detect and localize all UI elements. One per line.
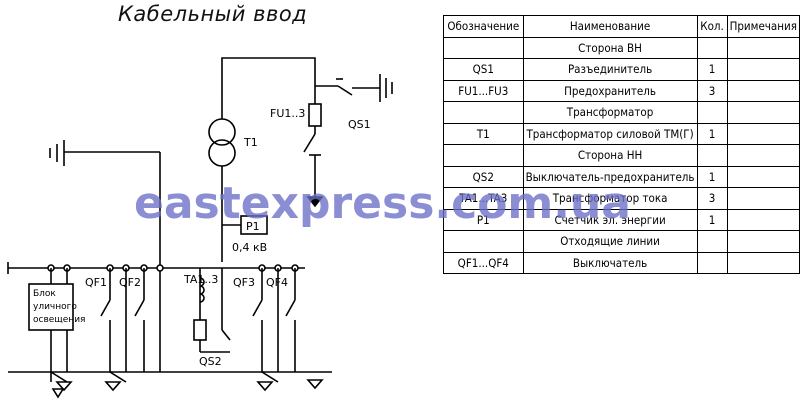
cell — [726, 36, 800, 59]
incomer-ta-qs2 — [193, 268, 231, 353]
cell — [696, 36, 728, 59]
cell — [726, 251, 800, 274]
header-designation: Обозначение — [443, 15, 524, 38]
table-header-row: Обозначение Наименование Кол. Примечания — [443, 15, 800, 38]
transformer-t1 — [208, 95, 236, 262]
cell: Счетчик эл. энергии — [522, 208, 698, 231]
site-watermark: eastexpress.com.ua — [134, 178, 631, 229]
qf1-qf2-breakers — [100, 268, 145, 392]
cell: QF1...QF4 — [443, 251, 524, 274]
cell: QS1 — [443, 58, 524, 81]
table-row: Отходящие линии — [443, 230, 800, 253]
label-block-line1: Блок — [33, 289, 56, 299]
label-t1: T1 — [243, 136, 258, 149]
cell: Трансформатор тока — [522, 187, 698, 210]
cell: Трансформатор силовой ТМ(Г) — [522, 122, 698, 145]
cell: Выключатель — [522, 251, 698, 274]
cell — [443, 101, 524, 124]
qs1-disconnector — [315, 74, 393, 102]
cell — [726, 187, 800, 210]
street-lighting-block — [28, 268, 74, 392]
label-ta: TA1..3 — [183, 273, 218, 286]
busbar — [7, 262, 305, 274]
diagram-title: Кабельный ввод — [118, 2, 308, 26]
cell — [726, 144, 800, 167]
cell — [696, 144, 728, 167]
cell: Сторона НН — [522, 144, 698, 167]
label-qf4: QF4 — [266, 276, 288, 289]
table-row: Трансформатор — [443, 101, 800, 124]
cell: Отходящие линии — [522, 230, 698, 253]
cell: Сторона ВН — [522, 36, 698, 59]
hv-feed — [221, 57, 316, 95]
cell — [443, 36, 524, 59]
cell: Трансформатор — [522, 101, 698, 124]
cell — [726, 165, 800, 188]
table-row: Сторона ВН — [443, 36, 800, 59]
cell — [696, 251, 728, 274]
neutral-line — [8, 371, 332, 399]
label-block-line2: уличного — [33, 302, 77, 312]
label-qf2: QF2 — [119, 276, 141, 289]
cell — [443, 144, 524, 167]
cell — [696, 101, 728, 124]
cell: FU1...FU3 — [443, 79, 524, 102]
cell: 3 — [696, 79, 728, 102]
header-qty: Кол. — [696, 15, 728, 38]
meter-p1 — [222, 215, 268, 235]
specification-table: Обозначение Наименование Кол. Примечания… — [443, 15, 800, 274]
label-qs1: QS1 — [348, 118, 371, 131]
cell — [726, 58, 800, 81]
cell: Разъединитель — [522, 58, 698, 81]
cell: Предохранитель — [522, 79, 698, 102]
label-fu: FU1..3 — [270, 107, 305, 120]
cell — [443, 230, 524, 253]
transformer-ground — [49, 140, 161, 372]
cell: 1 — [696, 122, 728, 145]
header-name: Наименование — [522, 15, 698, 38]
cell — [726, 101, 800, 124]
cell: 1 — [696, 165, 728, 188]
qf3-qf4-breakers — [252, 268, 296, 392]
cell: T1 — [443, 122, 524, 145]
label-voltage: 0,4 кВ — [232, 241, 267, 254]
cell: 1 — [696, 208, 728, 231]
header-notes: Примечания — [726, 15, 800, 38]
cell — [726, 122, 800, 145]
cell: 3 — [696, 187, 728, 210]
table-row: Сторона НН — [443, 144, 800, 167]
label-qs2: QS2 — [199, 355, 222, 368]
label-qf3: QF3 — [233, 276, 255, 289]
cell — [696, 230, 728, 253]
cell — [726, 230, 800, 253]
cell: 1 — [696, 58, 728, 81]
cell — [726, 208, 800, 231]
single-line-diagram: FU1..3 QS1 T1 P1 0,4 кВ TA1..3 QS2 QF1 Q… — [7, 57, 393, 399]
cell: TA1...TA3 — [443, 187, 524, 210]
label-block-line3: освещения — [33, 315, 85, 325]
label-qf1: QF1 — [85, 276, 107, 289]
label-p1: P1 — [246, 220, 260, 233]
cell — [726, 79, 800, 102]
fu-fuse — [303, 86, 324, 208]
